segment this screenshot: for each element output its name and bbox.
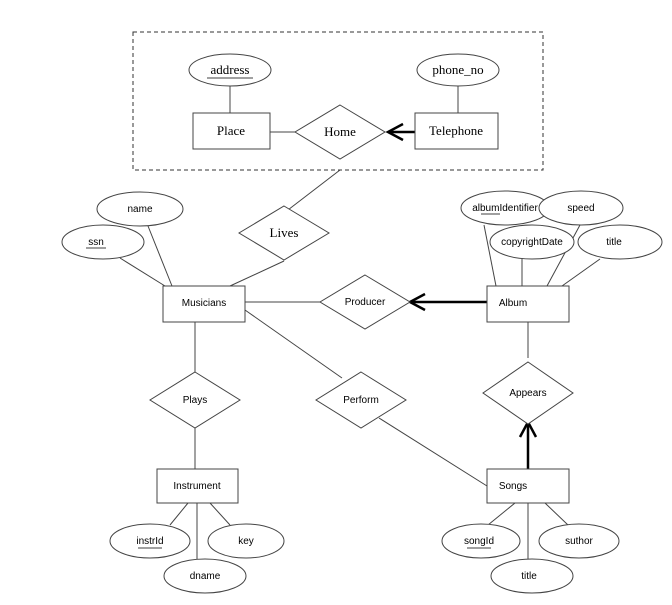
- attr-songid-label: songId: [464, 536, 494, 547]
- attr-album-title-label: title: [606, 237, 622, 248]
- entity-place: [192, 112, 271, 150]
- line-title-album: [561, 258, 601, 287]
- line-suthor-songs: [544, 502, 569, 526]
- rel-producer-label: Producer: [345, 297, 386, 308]
- attr-phone-no-label: phone_no: [432, 62, 483, 77]
- line-speed-album: [546, 224, 581, 287]
- arrow-telephone-home-head: [385, 122, 404, 142]
- attr-ssn: [61, 224, 145, 260]
- line-lives-musicians: [229, 260, 285, 287]
- rel-plays-label: Plays: [183, 395, 207, 406]
- line-ssn-musicians: [119, 257, 166, 287]
- entity-place-label: Place: [217, 123, 245, 138]
- attr-dname: [163, 558, 247, 594]
- attr-instrid-label: instrId: [136, 536, 163, 547]
- rel-perform-label: Perform: [343, 395, 379, 406]
- line-instrid-instrument: [169, 502, 189, 526]
- entity-telephone: [414, 112, 499, 150]
- attr-phone-no: [416, 53, 500, 87]
- rel-lives-label: Lives: [270, 225, 299, 240]
- rel-plays: [149, 371, 241, 429]
- attr-speed: [538, 190, 624, 226]
- attr-name: [96, 191, 184, 227]
- attr-key: [207, 523, 285, 559]
- entity-instrument-label: Instrument: [173, 481, 220, 492]
- aggregation-border: [132, 31, 544, 171]
- line-name-musicians: [147, 225, 173, 287]
- rel-producer: [319, 274, 411, 330]
- rel-appears: [482, 361, 574, 425]
- attr-suthor-label: suthor: [565, 536, 593, 547]
- connectors: [119, 86, 601, 560]
- line-songid-songs: [487, 502, 516, 526]
- line-aggregation-lives: [283, 169, 341, 214]
- attr-albumidentifier-label: albumIdentifier: [472, 203, 538, 214]
- entity-telephone-label: Telephone: [429, 123, 483, 138]
- attr-copyrightdate-label: copyrightDate: [501, 237, 563, 248]
- entity-musicians: [162, 285, 246, 323]
- entity-musicians-label: Musicians: [182, 298, 226, 309]
- attr-speed-label: speed: [567, 203, 594, 214]
- line-key-instrument: [209, 502, 231, 526]
- entity-instrument: [156, 468, 239, 504]
- line-musicians-perform: [244, 309, 343, 379]
- rel-home-label: Home: [324, 124, 356, 139]
- rel-lives: [238, 205, 330, 261]
- attr-song-title: [490, 558, 574, 594]
- attr-key-label: key: [238, 536, 254, 547]
- line-perform-songs: [378, 417, 488, 487]
- rel-perform: [315, 371, 407, 429]
- rel-home: [294, 104, 386, 160]
- attr-instrid: [109, 523, 191, 559]
- rel-appears-label: Appears: [509, 388, 546, 399]
- entity-songs-label: Songs: [499, 481, 527, 492]
- entity-album: [486, 285, 570, 323]
- line-albumid-album: [483, 224, 497, 287]
- attr-name-label: name: [127, 204, 152, 215]
- aggregation-home: address phone_no Place Home Telephone: [132, 31, 544, 171]
- attr-songid: [441, 523, 521, 559]
- attr-album-title: [577, 224, 663, 260]
- attr-song-title-label: title: [521, 571, 537, 582]
- entity-album-label: Album: [499, 298, 527, 309]
- attr-address-label: address: [211, 62, 250, 77]
- attr-dname-label: dname: [190, 571, 221, 582]
- entity-songs: [486, 468, 570, 504]
- attr-ssn-label: ssn: [88, 237, 104, 248]
- attr-copyrightdate: [489, 224, 575, 260]
- attr-suthor: [538, 523, 620, 559]
